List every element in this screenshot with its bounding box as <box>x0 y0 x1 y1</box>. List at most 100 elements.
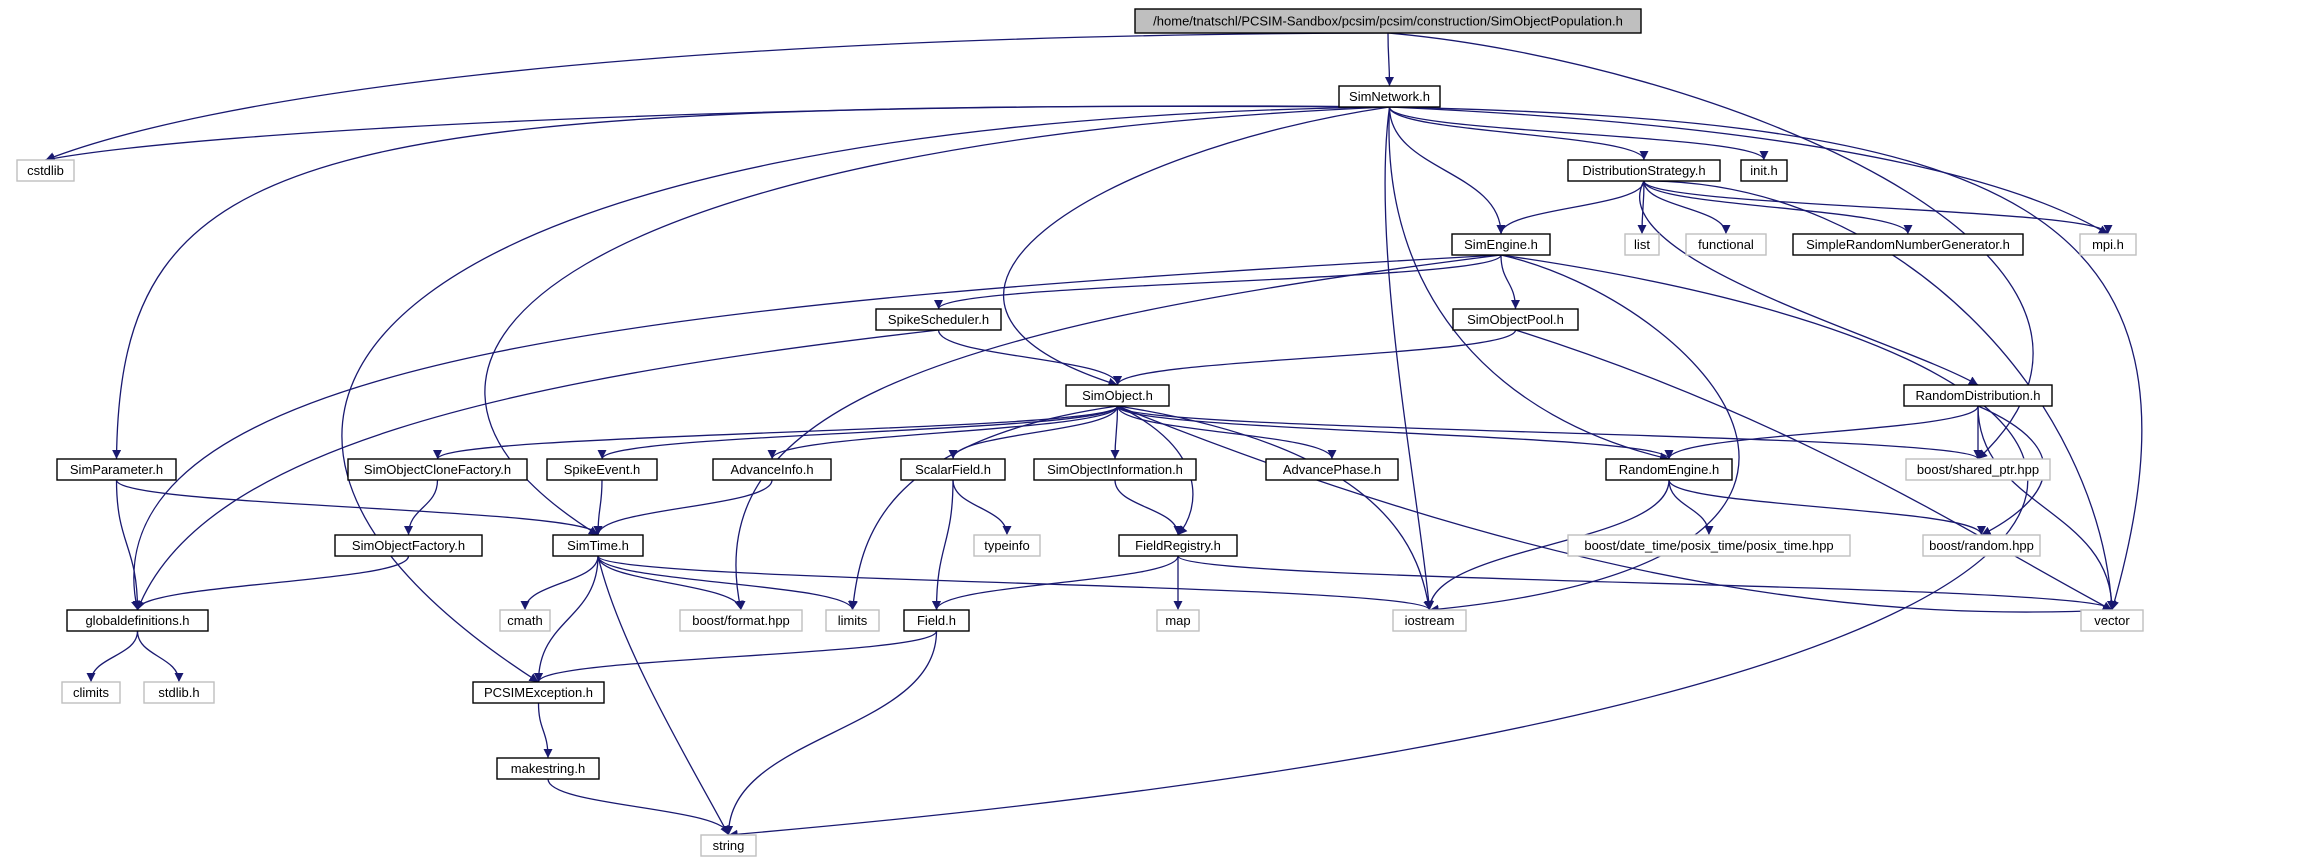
node-simobjectpool[interactable]: SimObjectPool.h <box>1452 308 1579 331</box>
edge-simnetwork-to-mpi <box>1389 106 2109 235</box>
node-label: boost/date_time/posix_time/posix_time.hp… <box>1584 538 1833 553</box>
edge-distributionstrategy-to-simengine <box>1496 180 1645 235</box>
node-simtime[interactable]: SimTime.h <box>552 534 644 557</box>
edge-simobject-to-randomengine <box>1116 405 1674 460</box>
edge-advanceinfo-to-simtime <box>593 479 773 536</box>
edge-randomdistribution-to-vector <box>1977 405 2117 611</box>
node-simobjectfactory[interactable]: SimObjectFactory.h <box>334 534 483 557</box>
node-fieldregistry[interactable]: FieldRegistry.h <box>1118 534 1238 557</box>
node-advanceinfo[interactable]: AdvanceInfo.h <box>712 458 832 481</box>
node-simobjectinfo[interactable]: SimObjectInformation.h <box>1033 458 1197 481</box>
edge-simnetwork-to-simparameter <box>112 105 1390 460</box>
node-box <box>546 458 658 481</box>
node-box <box>1624 233 1660 256</box>
node-label: /home/tnatschl/PCSIM-Sandbox/pcsim/pcsim… <box>1153 14 1623 29</box>
node-spikescheduler[interactable]: SpikeScheduler.h <box>875 308 1002 331</box>
edge-simobject-to-simobjectinfo <box>1110 405 1120 460</box>
node-label: SimEngine.h <box>1464 237 1538 252</box>
node-label: cmath <box>507 613 542 628</box>
node-box <box>1903 384 2053 407</box>
node-makestring[interactable]: makestring.h <box>496 757 600 780</box>
edge-fieldregistry-to-vector <box>1177 555 2117 611</box>
edge-simobjectfactory-to-globaldefs <box>133 555 410 611</box>
node-scalarfield[interactable]: ScalarField.h <box>900 458 1006 481</box>
node-list: list <box>1624 233 1660 256</box>
edge-field-to-pcsimexception <box>534 630 938 683</box>
node-field[interactable]: Field.h <box>903 609 970 632</box>
node-label: SimObject.h <box>1082 388 1153 403</box>
node-label: vector <box>2094 613 2130 628</box>
node-limits: limits <box>825 609 880 632</box>
node-randomdistribution[interactable]: RandomDistribution.h <box>1903 384 2053 407</box>
node-randomengine[interactable]: RandomEngine.h <box>1605 458 1733 481</box>
edge-simengine-to-spikescheduler <box>934 254 1502 310</box>
dependency-edges <box>45 32 2143 839</box>
node-box <box>472 681 605 704</box>
node-box <box>1338 85 1441 108</box>
node-clonefactory[interactable]: SimObjectCloneFactory.h <box>347 458 528 481</box>
node-box <box>61 681 121 704</box>
edge-randomengine-to-iostream <box>1424 479 1670 611</box>
node-simparameter[interactable]: SimParameter.h <box>56 458 177 481</box>
node-label: map <box>1165 613 1190 628</box>
node-label: typeinfo <box>984 538 1030 553</box>
edge-simobject-to-advanceinfo <box>767 405 1119 460</box>
node-box <box>1156 609 1200 632</box>
node-stdlib: stdlib.h <box>143 681 215 704</box>
node-climits: climits <box>61 681 121 704</box>
edge-root-to-cstdlib <box>45 32 1389 161</box>
node-vector: vector <box>2080 609 2144 632</box>
node-box <box>1265 458 1399 481</box>
node-globaldefs[interactable]: globaldefinitions.h <box>66 609 209 632</box>
edge-simobjectpool-to-simobject <box>1113 329 1517 386</box>
node-box <box>679 609 803 632</box>
node-box <box>2079 233 2137 256</box>
edge-simnetwork-to-simengine <box>1388 106 1506 235</box>
node-string: string <box>700 834 757 857</box>
edge-simtime-to-boostformat <box>597 555 746 611</box>
edge-simnetwork-to-randomengine <box>1388 106 1670 462</box>
edge-root-to-simnetwork <box>1384 32 1395 87</box>
edge-distributionstrategy-to-mpi <box>1643 180 2113 235</box>
edge-root-to-sharedptr <box>1387 32 2034 460</box>
node-label: SpikeEvent.h <box>564 462 641 477</box>
node-label: RandomEngine.h <box>1619 462 1719 477</box>
node-box <box>499 609 551 632</box>
edge-simtime-to-pcsimexception <box>533 555 599 683</box>
edge-spikescheduler-to-globaldefs <box>136 329 939 611</box>
node-label: SimObjectFactory.h <box>352 538 465 553</box>
node-root[interactable]: /home/tnatschl/PCSIM-Sandbox/pcsim/pcsim… <box>1134 8 1642 34</box>
edge-simnetwork-to-iostream <box>1384 106 1434 611</box>
node-simobject[interactable]: SimObject.h <box>1065 384 1170 407</box>
node-advancephase[interactable]: AdvancePhase.h <box>1265 458 1399 481</box>
edge-randomdistribution-to-randomengine <box>1664 405 1979 460</box>
node-label: iostream <box>1405 613 1455 628</box>
node-distributionstrategy[interactable]: DistributionStrategy.h <box>1567 159 1721 182</box>
node-label: SimTime.h <box>567 538 629 553</box>
node-box <box>903 609 970 632</box>
node-label: cstdlib <box>27 163 64 178</box>
edge-simparameter-to-simtime <box>115 479 603 536</box>
edge-simnetwork-to-init <box>1388 106 1769 161</box>
node-label: SpikeScheduler.h <box>888 312 989 327</box>
node-label: FieldRegistry.h <box>1135 538 1221 553</box>
node-box <box>1922 534 2041 557</box>
node-boostformat: boost/format.hpp <box>679 609 803 632</box>
node-init[interactable]: init.h <box>1740 159 1788 182</box>
node-box <box>1118 534 1238 557</box>
edge-randomengine-to-posixtime <box>1668 479 1714 536</box>
node-box <box>56 458 177 481</box>
node-label: AdvancePhase.h <box>1283 462 1381 477</box>
node-simplerng[interactable]: SimpleRandomNumberGenerator.h <box>1792 233 2024 256</box>
node-pcsimexception[interactable]: PCSIMException.h <box>472 681 605 704</box>
edge-simengine-to-simobjectpool <box>1500 254 1521 310</box>
edge-simobject-to-vector <box>1117 405 2113 615</box>
node-label: SimNetwork.h <box>1349 89 1430 104</box>
node-simengine[interactable]: SimEngine.h <box>1451 233 1551 256</box>
edge-makestring-to-string <box>547 778 733 836</box>
node-label: boost/shared_ptr.hpp <box>1917 462 2039 477</box>
node-simnetwork[interactable]: SimNetwork.h <box>1338 85 1441 108</box>
node-label: boost/format.hpp <box>692 613 790 628</box>
node-spikeevent[interactable]: SpikeEvent.h <box>546 458 658 481</box>
edge-simobject-to-sharedptr <box>1116 405 1983 460</box>
